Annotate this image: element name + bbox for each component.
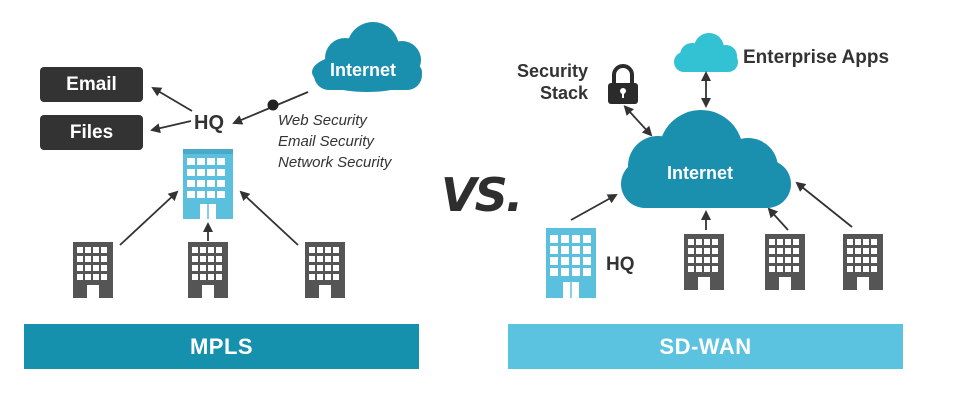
enterprise-apps-label: Enterprise Apps [743,47,890,68]
branch-3-to-internet-arrow [795,181,853,228]
web-security-label: Web Security [278,112,367,129]
security-stack-label: Security Stack [517,60,588,104]
branch-building-icon [73,242,113,298]
email-label: Email [66,73,117,95]
mpls-banner-label: MPLS [189,333,254,359]
mpls-banner: MPLS [24,324,419,369]
network-security-label: Network Security [278,154,392,171]
branch-right-to-hq-arrow [239,190,299,246]
hq-to-email-arrow [151,86,193,112]
security-stack-label-line2: Stack [540,83,589,103]
branch-building-icon [305,242,345,298]
hq-label: HQ [194,112,224,134]
branch-2-to-internet-arrow [767,207,789,231]
branch-building-icon [684,234,724,290]
vs-label: VS. [441,168,523,222]
hq-label: HQ [606,254,635,275]
security-stack-internet-arrow [623,105,653,137]
internet-to-hq-arrow [232,91,309,125]
branch-building-icon [765,234,805,290]
lock-icon [608,64,638,104]
internet-label: Internet [330,60,397,80]
internet-label: Internet [667,163,734,183]
internet-cloud-icon [621,110,791,208]
sdwan-banner: SD-WAN [508,324,903,369]
branch-building-icon [843,234,883,290]
branch-building-icon [188,242,228,298]
hq-to-files-arrow [150,120,192,134]
internet-cloud-icon [312,22,422,92]
email-security-label: Email Security [278,133,374,150]
sdwan-banner-label: SD-WAN [659,333,752,359]
enterprise-apps-cloud-icon [674,33,738,72]
files-label: Files [69,121,114,143]
hq-building-icon [546,228,596,298]
hq-building-icon [183,149,233,219]
hq-to-internet-arrow [570,194,618,221]
files-box: Files [40,115,143,150]
security-stack-label-line1: Security [517,61,589,81]
branch-left-to-hq-arrow [119,190,179,246]
email-box: Email [40,67,143,102]
